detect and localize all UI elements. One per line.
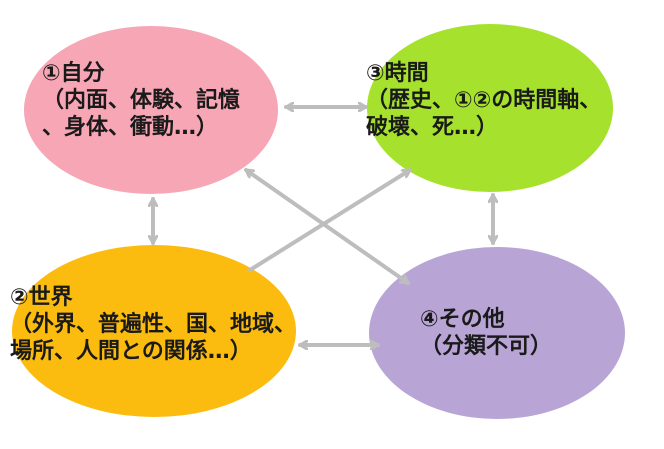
node-time-label: ③時間 （歴史、①②の時間軸、 破壊、死…）	[366, 60, 601, 141]
arrow-self-other	[244, 168, 410, 285]
node-world-label: ②世界 （外界、普遍性、国、地域、 場所、人間との関係…）	[10, 284, 296, 365]
node-time-line-3: 破壊、死…）	[366, 115, 499, 140]
node-other-line-2: （分類不可）	[420, 334, 553, 359]
node-self-line-3: 、身体、衝動…）	[42, 115, 219, 140]
node-world-line-3: 場所、人間との関係…）	[10, 339, 252, 364]
node-time-title: ③時間	[366, 61, 429, 86]
node-self-label: ①自分 （内面、体験、記憶 、身体、衝動…）	[42, 60, 240, 141]
node-self-line-2: （内面、体験、記憶	[42, 88, 241, 113]
node-world-circle	[12, 245, 296, 417]
node-time-circle	[367, 24, 613, 192]
arrow-world-time	[248, 168, 412, 272]
node-other-circle	[369, 247, 625, 419]
node-other-label: ④その他 （分類不可）	[420, 306, 552, 360]
node-time-line-2: （歴史、①②の時間軸、	[366, 88, 602, 113]
node-world-title: ②世界	[10, 285, 73, 310]
node-world-line-2: （外界、普遍性、国、地域、	[10, 312, 297, 337]
node-self-title: ①自分	[42, 61, 105, 86]
node-other-title: ④その他	[420, 307, 505, 332]
node-self-circle	[24, 26, 278, 194]
